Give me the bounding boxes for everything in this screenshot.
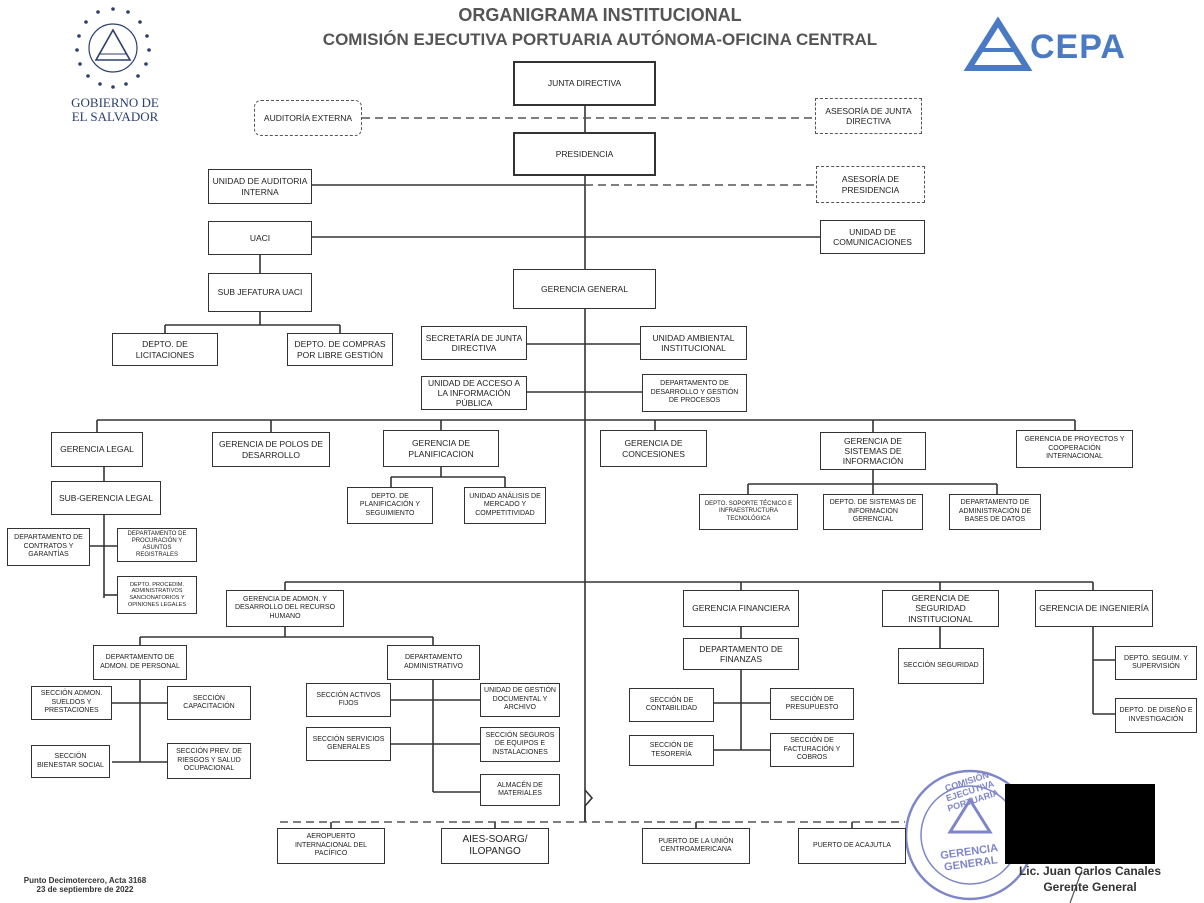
chart-subtitle: COMISIÓN EJECUTIVA PORTUARIA AUTÓNOMA-OF… xyxy=(322,30,878,49)
node-acceso-informacion: UNIDAD DE ACCESO A LA INFORMACIÓN PÚBLIC… xyxy=(421,376,527,410)
node-puerto-la-union: PUERTO DE LA UNIÓN CENTROAMERICANA xyxy=(642,828,750,864)
node-secretaria-junta: SECRETARÍA DE JUNTA DIRECTIVA xyxy=(421,326,527,360)
signer-name: Lic. Juan Carlos Canales xyxy=(1018,864,1162,878)
node-seccion-seguridad: SECCIÓN SEGURIDAD xyxy=(898,648,984,684)
node-servicios-generales: SECCIÓN SERVICIOS GENERALES xyxy=(306,727,391,761)
node-contratos-garantias: DEPARTAMENTO DE CONTRATOS Y GARANTÍAS xyxy=(7,528,90,566)
node-gerencia-rrhh: GERENCIA DE ADMON. Y DESARROLLO DEL RECU… xyxy=(226,590,344,627)
coat-of-arms-icon xyxy=(75,7,151,89)
node-gerencia-sistemas: GERENCIA DE SISTEMAS DE INFORMACIÓN xyxy=(820,432,926,470)
node-tesoreria: SECCIÓN DE TESORERÍA xyxy=(629,735,714,766)
node-aies-ilopango: AIES-SOARG/ ILOPANGO xyxy=(441,828,549,864)
signature-block: Lic. Juan Carlos Canales Gerente General xyxy=(1010,864,1170,895)
node-capacitacion: SECCIÓN CAPACITACIÓN xyxy=(167,686,251,720)
cepa-logo-text: CEPA xyxy=(1030,28,1126,66)
gov-line-1: GOBIERNO DE xyxy=(71,95,159,110)
gov-line-2: EL SALVADOR xyxy=(71,109,159,125)
node-contabilidad: SECCIÓN DE CONTABILIDAD xyxy=(629,688,714,722)
node-departamento-administrativo: DEPARTAMENTO ADMINISTRATIVO xyxy=(387,645,480,680)
node-desarrollo-procesos: DEPARTAMENTO DE DESARROLLO Y GESTIÓN DE … xyxy=(642,374,747,412)
node-bienestar-social: SECCIÓN BIENESTAR SOCIAL xyxy=(31,745,110,778)
chart-title: ORGANIGRAMA INSTITUCIONAL xyxy=(458,5,742,25)
node-activos-fijos: SECCIÓN ACTIVOS FIJOS xyxy=(306,683,391,717)
node-gerencia-ingenieria: GERENCIA DE INGENIERÍA xyxy=(1035,590,1153,627)
node-uaci: UACI xyxy=(208,221,312,255)
node-sub-jefatura-uaci: SUB JEFATURA UACI xyxy=(208,273,312,312)
node-gerencia-concesiones: GERENCIA DE CONCESIONES xyxy=(600,430,707,467)
node-facturacion-cobros: SECCIÓN DE FACTURACIÓN Y COBROS xyxy=(770,733,854,767)
government-logo-text: GOBIERNO DE EL SALVADOR xyxy=(55,95,175,125)
node-gerencia-general: GERENCIA GENERAL xyxy=(513,269,656,309)
node-riesgos-salud: SECCIÓN PREV. DE RIESGOS Y SALUD OCUPACI… xyxy=(167,743,251,779)
node-soporte-tecnico: DEPTO. SOPORTE TÉCNICO E INFRAESTRUCTURA… xyxy=(699,494,798,530)
node-junta-directiva: JUNTA DIRECTIVA xyxy=(513,61,656,106)
node-finanzas: DEPARTAMENTO DE FINANZAS xyxy=(683,638,799,670)
node-puerto-acajutla: PUERTO DE ACAJUTLA xyxy=(798,828,906,864)
node-gestion-documental: UNIDAD DE GESTIÓN DOCUMENTAL Y ARCHIVO xyxy=(480,683,560,717)
cepa-logo-icon xyxy=(963,16,1033,71)
node-analisis-mercado: UNIDAD ANÁLISIS DE MERCADO Y COMPETITIVI… xyxy=(464,487,546,524)
acta-reference: Punto Decimotercero, Acta 3168 23 de sep… xyxy=(10,876,160,894)
node-almacen: ALMACÉN DE MATERIALES xyxy=(480,774,560,806)
node-planificacion-seguimiento: DEPTO. DE PLANIFICACIÓN Y SEGUIMIENTO xyxy=(347,487,433,524)
node-asesoria-presidencia: ASESORÍA DE PRESIDENCIA xyxy=(816,166,925,203)
node-diseno-investigacion: DEPTO. DE DISEÑO E INVESTIGACIÓN xyxy=(1115,698,1197,733)
node-auditoria-interna: UNIDAD DE AUDITORIA INTERNA xyxy=(208,169,312,204)
node-presupuesto: SECCIÓN DE PRESUPUESTO xyxy=(770,688,854,720)
node-licitaciones: DEPTO. DE LICITACIONES xyxy=(112,333,218,366)
node-gerencia-seguridad: GERENCIA DE SEGURIDAD INSTITUCIONAL xyxy=(882,590,999,627)
node-comunicaciones: UNIDAD DE COMUNICACIONES xyxy=(820,220,925,254)
node-gerencia-planificacion: GERENCIA DE PLANIFICACION xyxy=(383,430,499,467)
signer-title: Gerente General xyxy=(1043,879,1137,894)
node-gerencia-financiera: GERENCIA FINANCIERA xyxy=(683,590,799,627)
acta-line-2: 23 de septiembre de 2022 xyxy=(36,885,134,894)
node-gerencia-legal: GERENCIA LEGAL xyxy=(51,432,143,467)
node-gerencia-proyectos: GERENCIA DE PROYECTOS Y COOPERACIÓN INTE… xyxy=(1016,430,1133,468)
node-asesoria-junta: ASESORÍA DE JUNTA DIRECTIVA xyxy=(815,98,922,134)
node-seguimiento-supervision: DEPTO. SEGUIM. Y SUPERVISIÓN xyxy=(1115,646,1197,680)
node-seguros-equipos: SECCIÓN SEGUROS DE EQUIPOS E INSTALACION… xyxy=(480,727,560,762)
node-admon-personal: DEPARTAMENTO DE ADMON. DE PERSONAL xyxy=(93,645,187,680)
node-presidencia: PRESIDENCIA xyxy=(513,132,656,176)
acta-line-1: Punto Decimotercero, Acta 3168 xyxy=(23,876,147,885)
redacted-signature-block xyxy=(1005,784,1155,864)
node-aeropuerto-pacifico: AEROPUERTO INTERNACIONAL DEL PACÍFICO xyxy=(277,828,385,864)
node-procedimientos: DEPTO. PROCEDIM. ADMINISTRATIVOS SANCION… xyxy=(117,576,197,614)
node-procuracion: DEPARTAMENTO DE PROCURACIÓN Y ASUNTOS RE… xyxy=(117,528,197,562)
node-unidad-ambiental: UNIDAD AMBIENTAL INSTITUCIONAL xyxy=(640,326,747,360)
node-auditoria-externa: AUDITORÍA EXTERNA xyxy=(254,100,362,136)
node-sueldos-prestaciones: SECCIÓN ADMON. SUELDOS Y PRESTACIONES xyxy=(31,686,112,720)
node-gerencia-polos: GERENCIA DE POLOS DE DESARROLLO xyxy=(212,432,330,467)
node-sistemas-gerencial: DEPTO. DE SISTEMAS DE INFORMACIÓN GERENC… xyxy=(823,494,923,530)
node-sub-gerencia-legal: SUB-GERENCIA LEGAL xyxy=(51,481,161,515)
node-compras-libre-gestion: DEPTO. DE COMPRAS POR LIBRE GESTIÓN xyxy=(287,333,393,366)
node-bases-de-datos: DEPARTAMENTO DE ADMINISTRACIÓN DE BASES … xyxy=(949,494,1041,530)
